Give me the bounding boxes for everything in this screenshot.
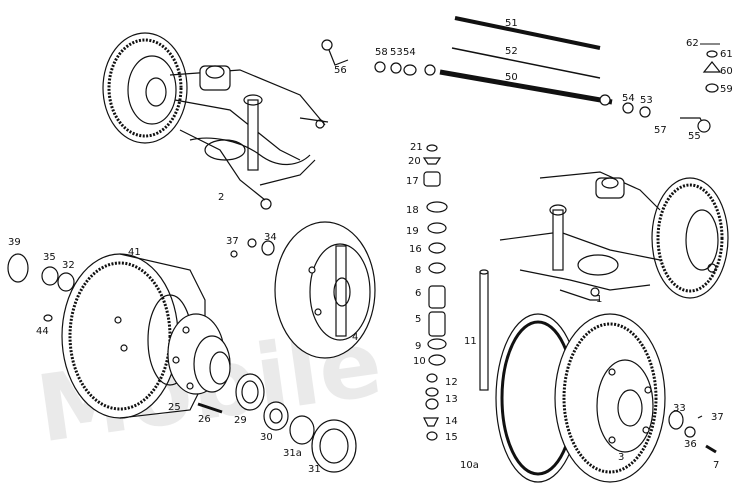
center-bushing-stack [422, 144, 448, 441]
label-62: 62 [686, 38, 699, 49]
small-fittings-top [321, 39, 722, 133]
label-29: 29 [234, 415, 247, 426]
label-60: 60 [720, 66, 733, 77]
rear-drum-and-hub [495, 313, 717, 483]
label-31: 31 [308, 464, 321, 475]
label-20: 20 [408, 156, 421, 167]
label-2: 2 [218, 192, 224, 203]
label-10: 10 [413, 356, 426, 367]
small-parts-left [7, 238, 275, 322]
label-54-right: 54 [622, 93, 635, 104]
label-39: 39 [8, 237, 21, 248]
label-1: 1 [596, 294, 602, 305]
king-pin [479, 269, 489, 391]
label-53-left: 53 [390, 47, 403, 58]
label-12: 12 [445, 377, 458, 388]
label-55: 55 [688, 131, 701, 142]
label-6: 6 [415, 288, 421, 299]
label-61: 61 [720, 49, 733, 60]
label-41: 41 [128, 247, 141, 258]
label-36: 36 [684, 439, 697, 450]
wheel-hub [167, 313, 231, 395]
label-8: 8 [415, 265, 421, 276]
label-18: 18 [406, 205, 419, 216]
label-21: 21 [410, 142, 423, 153]
label-5: 5 [415, 314, 421, 325]
label-17: 17 [406, 176, 419, 187]
label-37-right: 37 [711, 412, 724, 423]
tie-rods [424, 16, 613, 106]
label-58: 58 [375, 47, 388, 58]
label-26: 26 [198, 414, 211, 425]
label-10a: 10a [460, 460, 479, 471]
label-25: 25 [168, 402, 181, 413]
label-19: 19 [406, 226, 419, 237]
label-15: 15 [445, 432, 458, 443]
label-30: 30 [260, 432, 273, 443]
label-16: 16 [409, 244, 422, 255]
label-13: 13 [445, 394, 458, 405]
part-number-labels: 1 2 3 4 5 6 7 8 9 10 10a 11 12 13 14 15 … [8, 18, 733, 475]
label-7: 7 [713, 460, 719, 471]
label-11: 11 [464, 336, 477, 347]
front-axle-assembly-left [102, 32, 329, 210]
front-axle-assembly-right [499, 171, 729, 301]
label-44: 44 [36, 326, 49, 337]
label-57: 57 [654, 125, 667, 136]
label-33: 33 [673, 403, 686, 414]
label-56: 56 [334, 65, 347, 76]
label-14: 14 [445, 416, 458, 427]
label-51: 51 [505, 18, 518, 29]
label-50: 50 [505, 72, 518, 83]
label-35: 35 [43, 252, 56, 263]
label-52: 52 [505, 46, 518, 57]
label-54-left: 54 [403, 47, 416, 58]
brake-backing-plate [274, 221, 376, 359]
label-31a: 31a [283, 448, 302, 459]
label-59: 59 [720, 84, 733, 95]
label-9: 9 [415, 341, 421, 352]
label-37-left: 37 [226, 236, 239, 247]
label-4: 4 [352, 332, 358, 343]
brake-drum [61, 253, 206, 419]
label-32: 32 [62, 260, 75, 271]
bearings-and-seals [197, 373, 357, 473]
label-3: 3 [618, 452, 624, 463]
label-34: 34 [264, 232, 277, 243]
label-53-right: 53 [640, 95, 653, 106]
